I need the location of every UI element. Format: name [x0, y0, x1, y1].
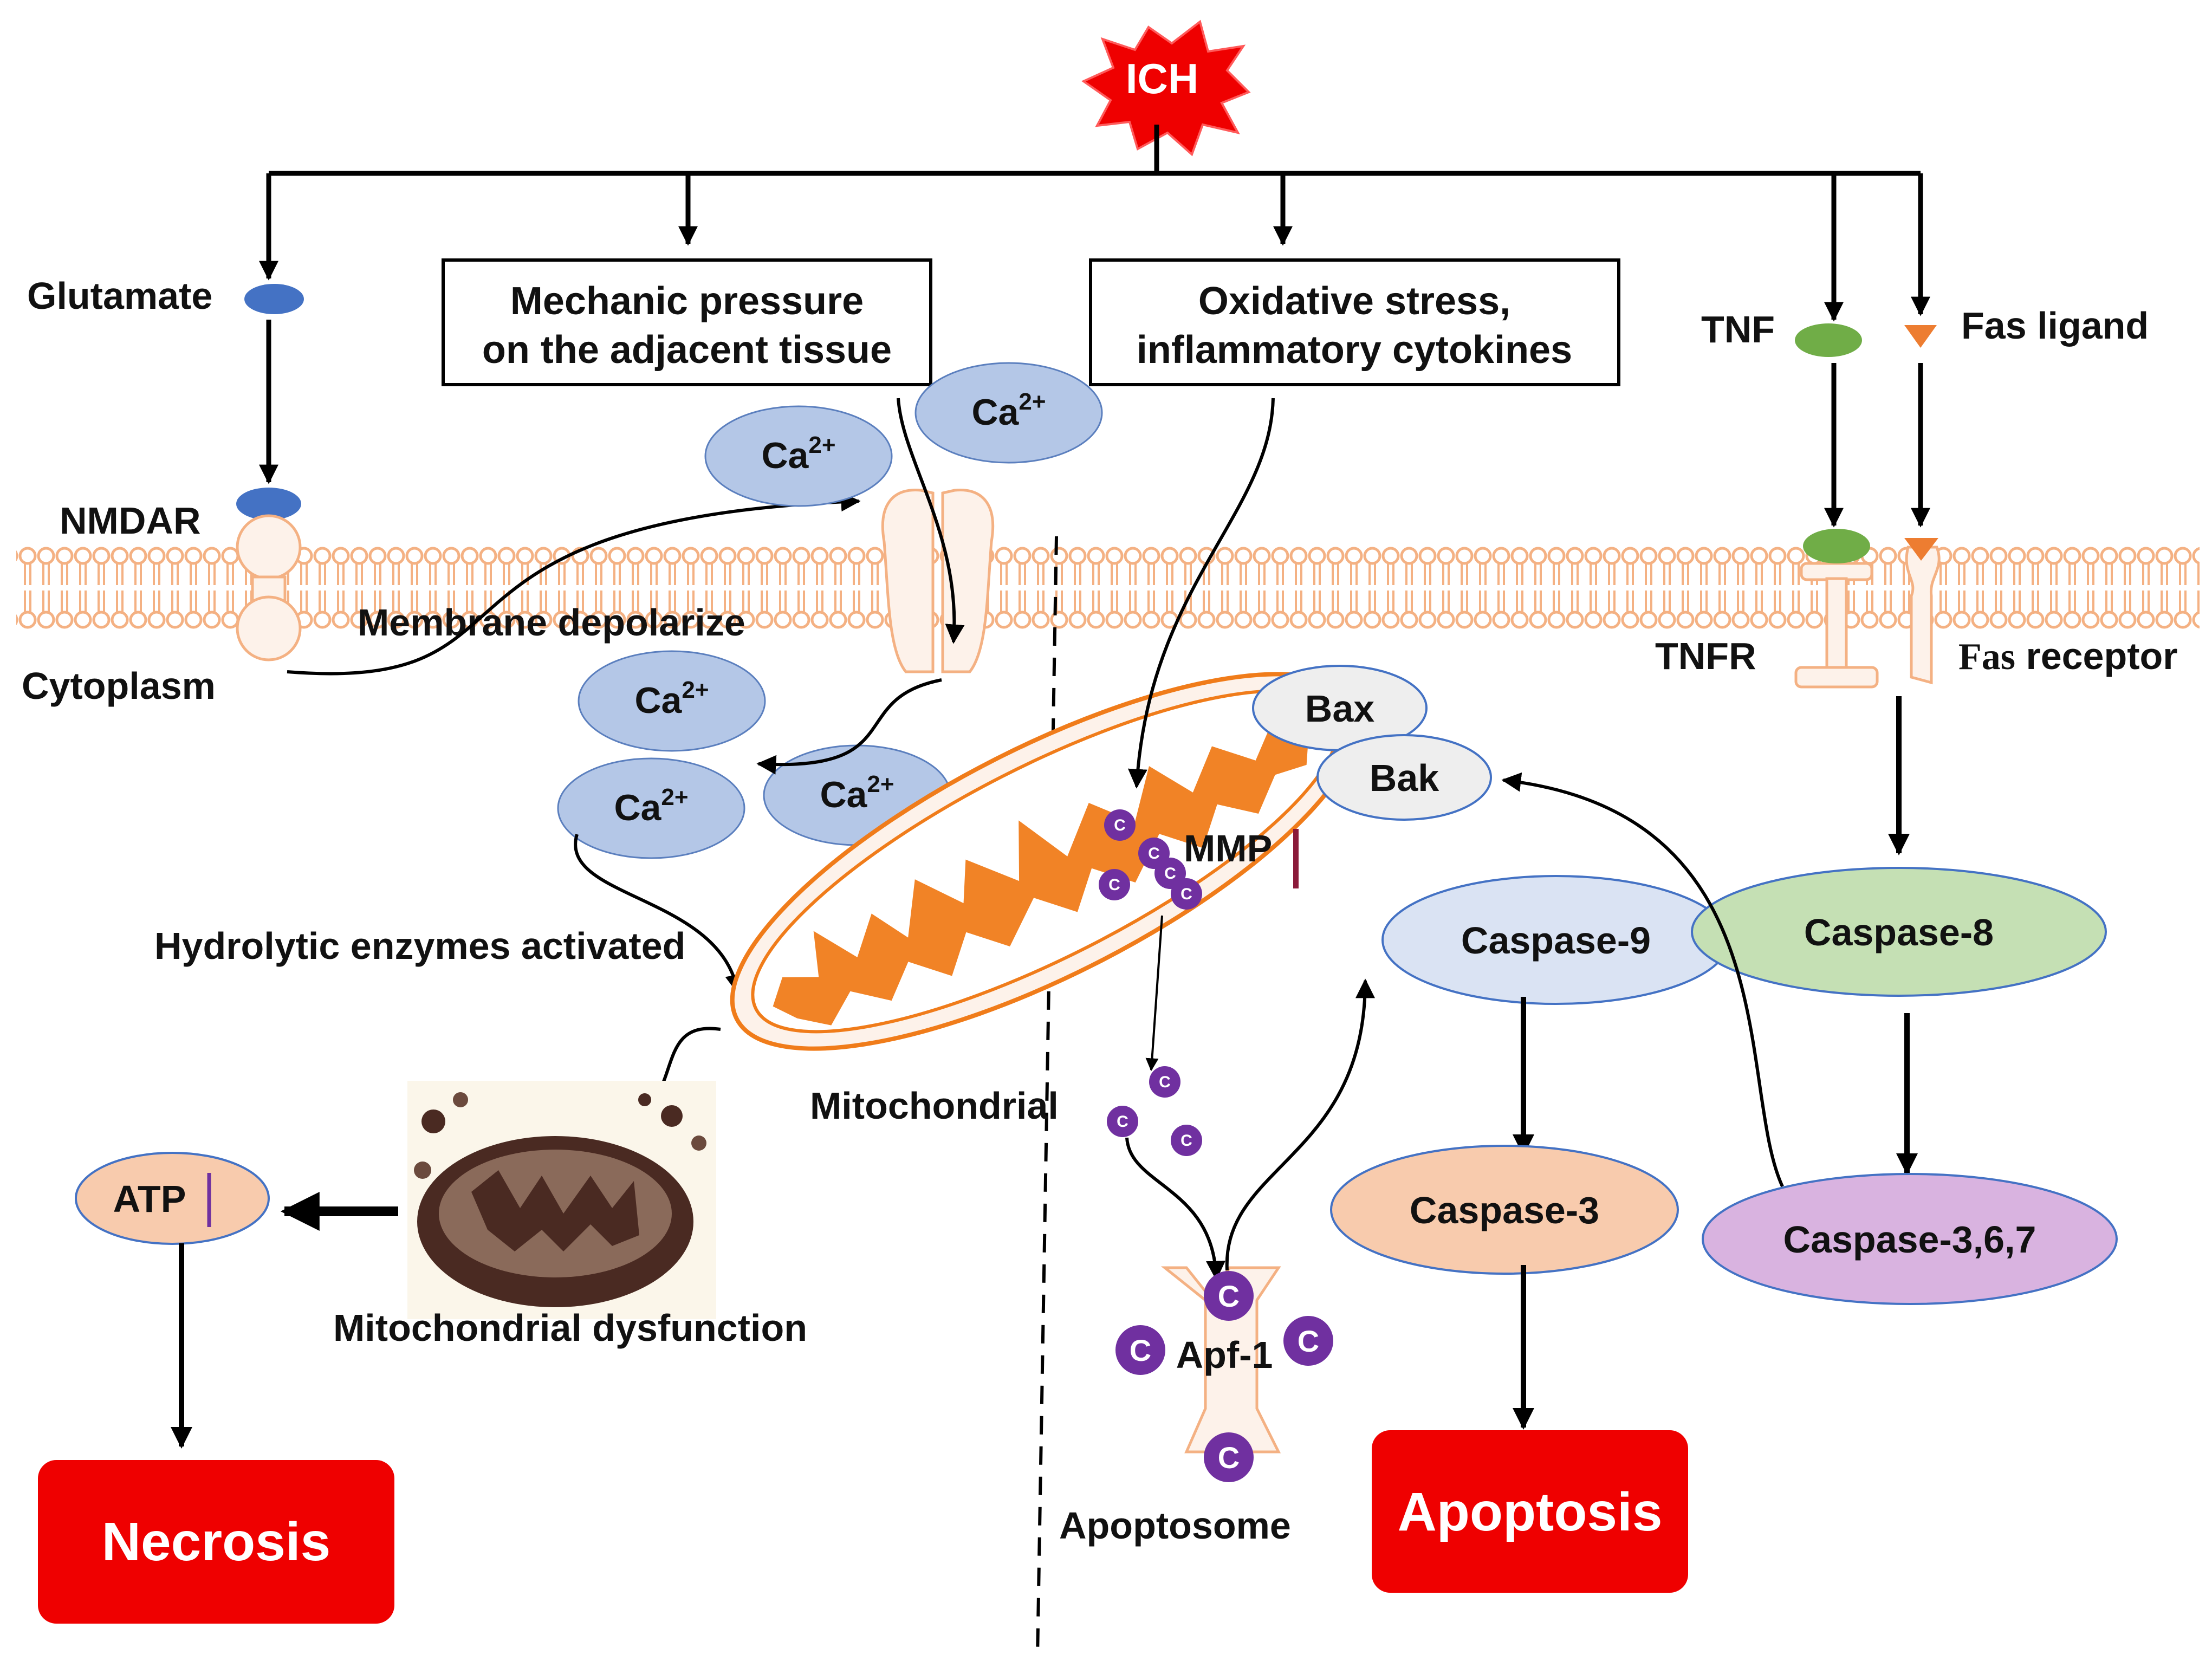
svg-text:Ca2+: Ca2+: [761, 432, 835, 476]
oxidative-stress-line2: inflammatory cytokines: [1137, 328, 1572, 372]
fas-receptor-label: Fas receptor: [1958, 635, 2178, 678]
arrow-apoptosome-to-caspase9: [1225, 978, 1375, 1271]
arrow-oxidative-to-mitochondrion: [1127, 398, 1275, 789]
svg-text:Bak: Bak: [1370, 757, 1439, 799]
cytoplasm-label: Cytoplasm: [22, 665, 216, 707]
hydrolytic-enzymes-label: Hydrolytic enzymes activated: [154, 925, 685, 967]
caspase-3-6-7: Caspase-3,6,7: [1702, 1173, 2118, 1305]
mmp-label: MMP: [1184, 827, 1272, 870]
cytochrome-c-cluster-inner: C C C C C: [1099, 809, 1202, 910]
calcium-ion-2: Ca2+: [914, 362, 1103, 464]
svg-text:C: C: [1114, 816, 1126, 834]
mitochondrial-label: Mitochondrial: [810, 1085, 1059, 1127]
calcium-ion-1: Ca2+: [704, 405, 893, 507]
svg-text:Ca2+: Ca2+: [820, 771, 894, 815]
svg-text:Ca2+: Ca2+: [634, 677, 709, 721]
caspase-9: Caspase-9: [1381, 875, 1730, 1005]
svg-text:Ca2+: Ca2+: [614, 784, 688, 828]
arrow-cytc-release: [1145, 915, 1163, 1072]
apoptosome-label: Apoptosome: [1059, 1504, 1291, 1547]
cytochrome-c: C: [1171, 878, 1202, 910]
svg-text:Caspase-3: Caspase-3: [1410, 1189, 1599, 1231]
svg-text:C: C: [1130, 1333, 1151, 1367]
svg-text:Ca2+: Ca2+: [971, 388, 1046, 433]
apf1-label: Apf-1: [1176, 1334, 1273, 1376]
cytochrome-c: C: [1204, 1271, 1254, 1321]
tnf-molecule: [1795, 323, 1862, 357]
arrow-pressure-through-channel: [897, 398, 965, 644]
caspase-8: Caspase-8: [1691, 867, 2107, 997]
cytochrome-c: C: [1283, 1316, 1333, 1366]
ich-label: ICH: [1126, 55, 1198, 102]
tnfr-label: TNFR: [1655, 635, 1756, 677]
arrow-cytoplasm-to-calcium: [287, 492, 861, 676]
cytochrome-c-cluster-released: C C C: [1107, 1066, 1202, 1156]
apoptosome: C C C C Apf-1: [1115, 1266, 1333, 1482]
oxidative-stress-line1: Oxidative stress,: [1198, 280, 1510, 323]
cell-membrane: [16, 546, 2200, 630]
cytochrome-c: C: [1107, 1106, 1138, 1137]
arrow-calcium-to-mitochondrion: [574, 834, 745, 995]
svg-text:C: C: [1298, 1324, 1319, 1358]
calcium-ion-4: Ca2+: [557, 757, 745, 859]
arrow-channel-to-calcium: [756, 678, 942, 775]
fas-ligand-label: Fas ligand: [1961, 304, 2149, 347]
oxidative-stress-box: Oxidative stress, inflammatory cytokines: [1089, 258, 1620, 386]
damaged-mitochondrion: [407, 1081, 716, 1319]
top-branches: [259, 125, 1930, 322]
ich-burst: ICH: [1081, 20, 1251, 157]
tnfr-bound-tnf: [1803, 529, 1870, 563]
svg-text:Caspase-9: Caspase-9: [1461, 919, 1651, 962]
svg-text:Caspase-8: Caspase-8: [1804, 911, 1994, 953]
svg-text:Necrosis: Necrosis: [102, 1511, 330, 1572]
mechanic-pressure-box: Mechanic pressure on the adjacent tissue: [442, 258, 932, 386]
bax-protein: Bax: [1252, 665, 1428, 751]
mechanic-pressure-line1: Mechanic pressure: [510, 280, 864, 323]
cytochrome-c: C: [1115, 1325, 1165, 1375]
cytochrome-c: C: [1149, 1066, 1180, 1098]
svg-text:C: C: [1159, 1073, 1171, 1091]
cytochrome-c: C: [1099, 869, 1130, 900]
arrow-cytc-to-apoptosome: [1125, 1137, 1226, 1281]
svg-text:C: C: [1218, 1279, 1240, 1313]
svg-text:C: C: [1164, 865, 1176, 883]
fas-bound-ligand: [1904, 538, 1938, 561]
fas-receptor: [1905, 546, 1941, 685]
nmdar-channel: [236, 514, 302, 661]
tnfr-receptor: [1794, 562, 1879, 689]
svg-text:C: C: [1180, 1132, 1192, 1150]
arrow-caspase367-to-bak: [1501, 772, 1784, 1188]
glutamate-molecule: [244, 284, 304, 314]
caspase-3: Caspase-3: [1330, 1145, 1679, 1275]
svg-text:C: C: [1180, 885, 1192, 903]
fas-ligand-molecule: [1904, 325, 1937, 348]
glutamate-label: Glutamate: [27, 275, 212, 317]
apoptosis-outcome: Apoptosis: [1372, 1430, 1688, 1593]
svg-text:Caspase-3,6,7: Caspase-3,6,7: [1783, 1218, 2036, 1261]
mitochondrion: [730, 672, 1361, 1051]
cytochrome-c: C: [1171, 1125, 1202, 1156]
calcium-ion-3: Ca2+: [578, 650, 766, 752]
nmdar-label: NMDAR: [60, 499, 201, 542]
svg-text:C: C: [1108, 876, 1120, 894]
cytochrome-c: C: [1204, 1432, 1254, 1482]
cytochrome-c: C: [1104, 809, 1136, 841]
atp-label: ATP: [113, 1178, 186, 1220]
svg-text:Apoptosis: Apoptosis: [1398, 1482, 1663, 1542]
atp-node: ATP: [75, 1152, 270, 1245]
necrosis-outcome: Necrosis: [38, 1460, 394, 1624]
mitochondrial-dysfunction-label: Mitochondrial dysfunction: [333, 1307, 807, 1349]
svg-text:C: C: [1117, 1113, 1128, 1131]
membrane-depolarize-label: Membrane depolarize: [358, 601, 745, 644]
divider-dashed: [1036, 536, 1058, 1658]
svg-text:C: C: [1148, 845, 1160, 862]
mechanic-pressure-line2: on the adjacent tissue: [482, 328, 892, 372]
tnf-label: TNF: [1701, 308, 1775, 351]
svg-text:Bax: Bax: [1305, 687, 1374, 730]
nmdar-bound-glutamate: [236, 488, 301, 520]
bak-protein: Bak: [1316, 734, 1492, 821]
svg-text:C: C: [1218, 1441, 1240, 1475]
